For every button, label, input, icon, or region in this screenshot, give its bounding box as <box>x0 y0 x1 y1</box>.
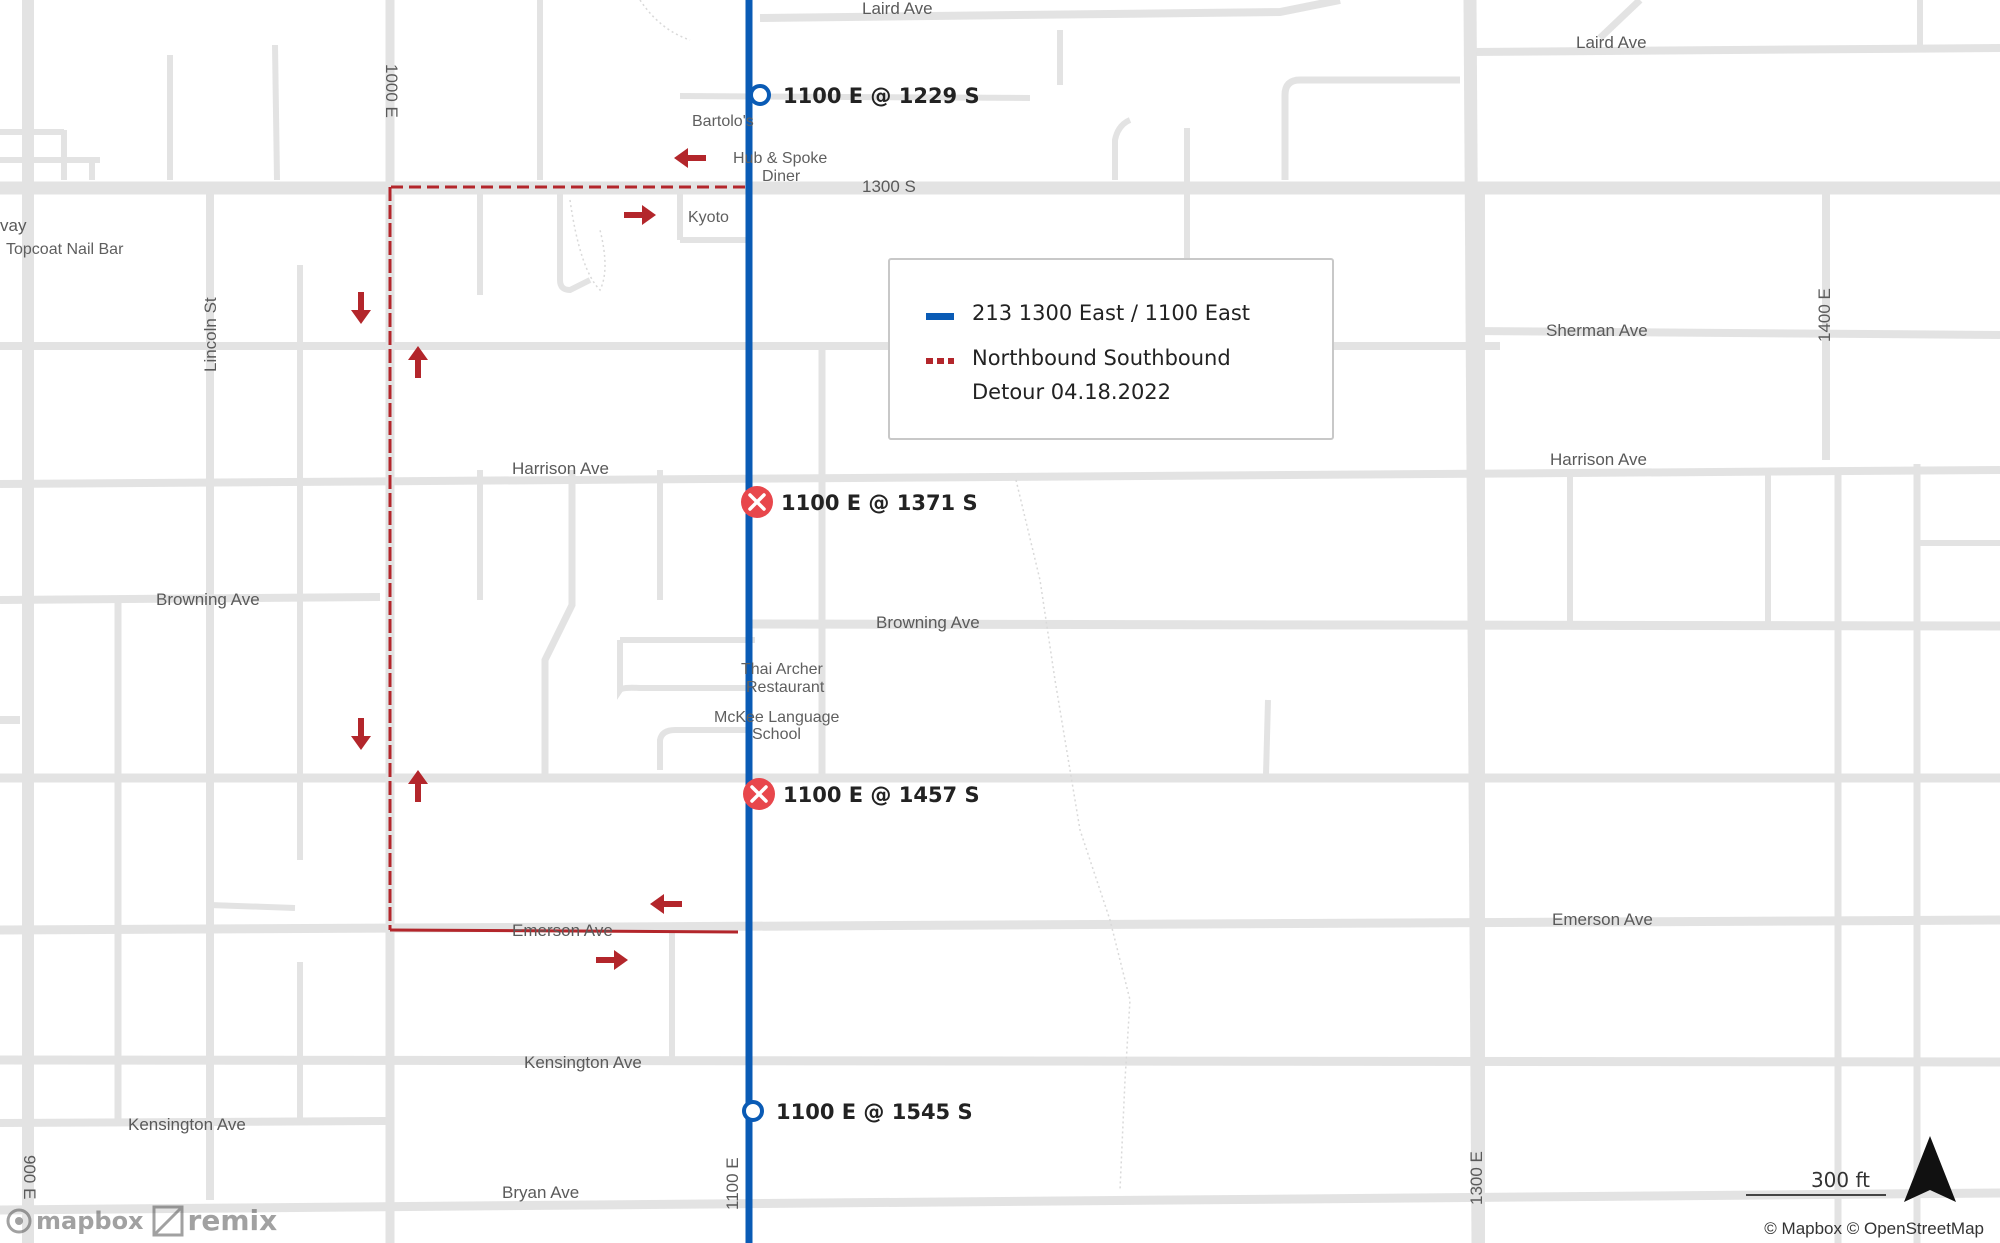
street-label: Bryan Ave <box>502 1183 579 1202</box>
arrow-icon <box>596 950 628 970</box>
street-label: Emerson Ave <box>1552 910 1653 929</box>
legend-item-route: 213 1300 East / 1100 East <box>926 301 1250 330</box>
poi-label: Bartolo's <box>692 113 754 130</box>
stop-1457s[interactable]: 1100 E @ 1457 S <box>743 778 980 810</box>
street-label: Sherman Ave <box>1546 321 1648 340</box>
stop-label: 1100 E @ 1229 S <box>783 84 980 108</box>
remix-icon <box>152 1205 184 1236</box>
remix-wordmark: remix <box>187 1204 278 1237</box>
street-label: 1300 S <box>862 177 916 196</box>
poi-label: Hub & Spoke <box>733 150 827 167</box>
detour-path <box>388 185 745 934</box>
scale-bar: 300 ft <box>1746 1168 1886 1196</box>
legend-label: Northbound Southbound Detour 04.18.2022 <box>972 341 1231 409</box>
legend: 213 1300 East / 1100 East Northbound Sou… <box>888 258 1334 440</box>
street-label: Lincoln St <box>201 297 220 372</box>
poi-label: School <box>752 726 801 743</box>
arrow-icon <box>674 148 706 168</box>
arrow-icon <box>351 718 371 750</box>
street-label: 1000 E <box>382 64 401 118</box>
mapbox-logo[interactable]: mapbox <box>6 1207 144 1235</box>
street-label: Harrison Ave <box>1550 450 1647 469</box>
mapbox-wordmark: mapbox <box>36 1206 144 1235</box>
detour-direction-arrows <box>351 148 706 970</box>
stop-1229s[interactable]: 1100 E @ 1229 S <box>749 84 980 108</box>
street-label: Kensington Ave <box>128 1115 246 1134</box>
attribution-logos[interactable]: mapbox remix <box>6 1204 277 1237</box>
street-label: vay <box>0 216 27 235</box>
arrow-icon <box>650 894 682 914</box>
poi-label: Restaurant <box>746 679 825 696</box>
poi-label: Topcoat Nail Bar <box>6 241 124 258</box>
street-label: 900 E <box>20 1155 39 1199</box>
street-label: Emerson Ave <box>512 921 613 940</box>
scale-label: 300 ft <box>1810 1168 1870 1192</box>
street-label: Browning Ave <box>156 590 260 609</box>
poi-labels: Bartolo's Hub & Spoke Diner Kyoto Topcoa… <box>6 113 840 743</box>
street-label: Harrison Ave <box>512 459 609 478</box>
legend-label: 213 1300 East / 1100 East <box>972 301 1251 325</box>
stop-label: 1100 E @ 1457 S <box>783 783 980 807</box>
remix-logo[interactable]: remix <box>152 1204 278 1237</box>
poi-label: Thai Archer <box>741 661 823 678</box>
attribution-text[interactable]: © Mapbox © OpenStreetMap <box>1764 1219 1984 1238</box>
legend-swatch-dashed <box>926 358 954 364</box>
arrow-icon <box>351 292 371 324</box>
arrow-icon <box>408 346 428 378</box>
ring-icon[interactable] <box>742 1100 764 1122</box>
street-label: Laird Ave <box>1576 33 1647 52</box>
street-label: Browning Ave <box>876 613 980 632</box>
stop-1545s[interactable]: 1100 E @ 1545 S <box>742 1100 973 1124</box>
stop-1371s[interactable]: 1100 E @ 1371 S <box>741 486 978 518</box>
street-label: Kensington Ave <box>524 1053 642 1072</box>
arrow-icon <box>624 205 656 225</box>
legend-label-line1: Northbound Southbound <box>972 346 1231 370</box>
legend-item-detour: Northbound Southbound Detour 04.18.2022 <box>926 346 1231 409</box>
poi-label: Kyoto <box>688 209 729 226</box>
street-label: 1100 E <box>723 1157 742 1210</box>
stop-label: 1100 E @ 1371 S <box>781 491 978 515</box>
poi-label: Diner <box>762 168 801 185</box>
street-label: 1300 E <box>1467 1151 1486 1205</box>
legend-swatch-solid <box>926 313 954 320</box>
mapbox-icon <box>6 1208 32 1233</box>
street-labels: Laird Ave Laird Ave 1300 S Sherman Ave H… <box>0 0 1834 1210</box>
ring-icon[interactable] <box>749 84 771 106</box>
footpaths <box>569 0 1131 1191</box>
legend-label-line2: Detour 04.18.2022 <box>972 380 1172 404</box>
north-arrow-icon <box>1904 1136 1956 1202</box>
street-label: 1400 E <box>1815 288 1834 342</box>
street-label: Laird Ave <box>862 0 933 18</box>
scale-line <box>1746 1194 1886 1196</box>
stop-label: 1100 E @ 1545 S <box>776 1100 973 1124</box>
poi-label: McKee Language <box>714 709 840 726</box>
